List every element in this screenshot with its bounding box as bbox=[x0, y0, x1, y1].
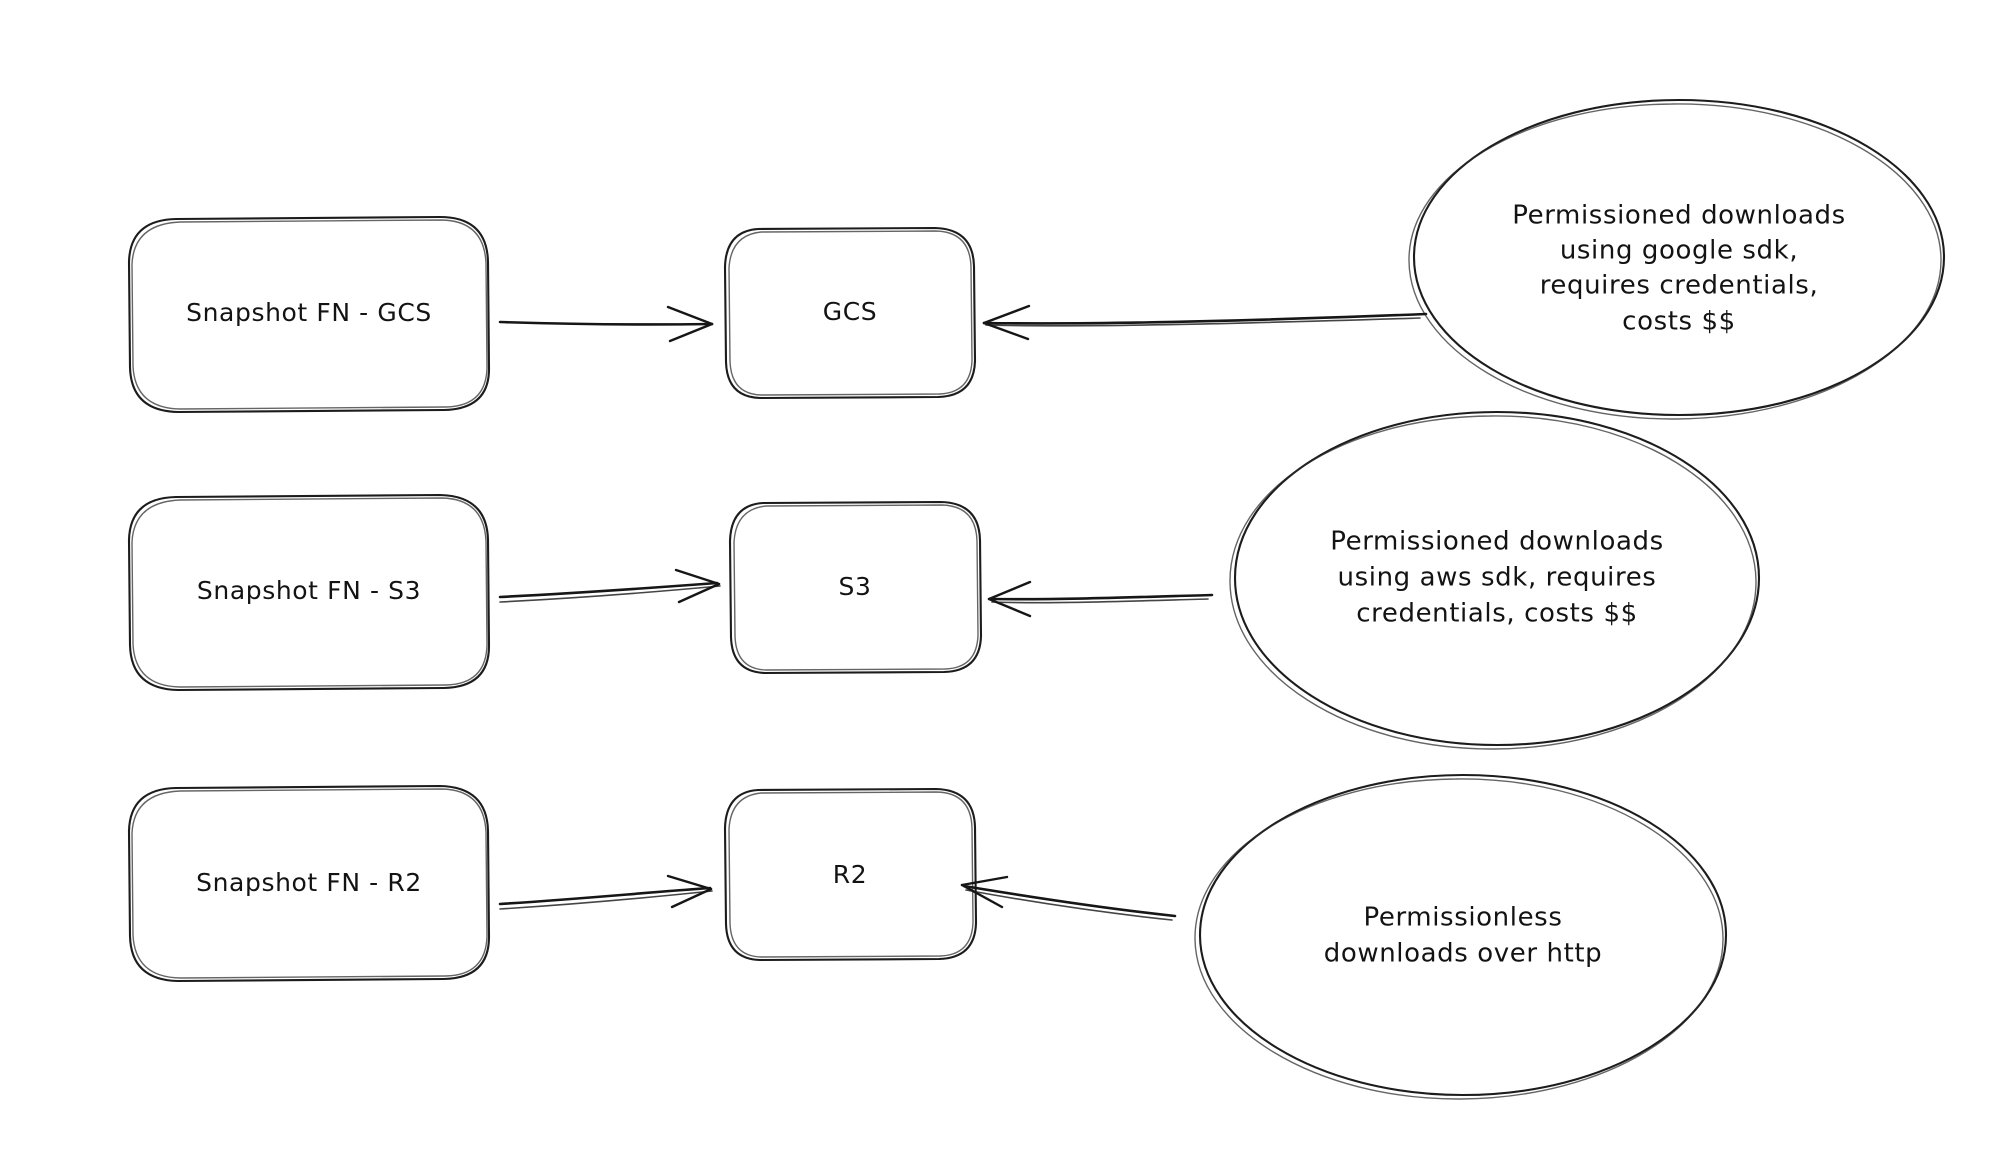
note-line: downloads over http bbox=[1324, 939, 1603, 969]
note-line: Permissioned downloads bbox=[1512, 201, 1845, 231]
node-s3[interactable]: S3 bbox=[728, 500, 983, 675]
edge-note-to-s3 bbox=[987, 580, 1214, 618]
edge-note-to-gcs bbox=[982, 304, 1428, 341]
note-line: costs $$ bbox=[1622, 307, 1736, 337]
edge-snapshot-gcs-to-gcs bbox=[498, 305, 714, 343]
note-line: using google sdk, bbox=[1560, 236, 1798, 266]
node-gcs[interactable]: GCS bbox=[723, 226, 977, 400]
node-label-snapshot-fn-r2: Snapshot FN - R2 bbox=[196, 868, 422, 897]
node-label-snapshot-fn-s3: Snapshot FN - S3 bbox=[197, 576, 421, 605]
edge-snapshot-s3-to-s3 bbox=[498, 568, 721, 604]
node-snapshot-fn-r2[interactable]: Snapshot FN - R2 bbox=[127, 784, 491, 983]
node-label-s3: S3 bbox=[839, 572, 872, 601]
node-snapshot-fn-gcs[interactable]: Snapshot FN - GCS bbox=[127, 215, 491, 414]
node-label-snapshot-fn-gcs: Snapshot FN - GCS bbox=[186, 298, 432, 327]
note-line: using aws sdk, requires bbox=[1338, 563, 1657, 593]
node-snapshot-fn-s3[interactable]: Snapshot FN - S3 bbox=[127, 493, 491, 692]
node-label-r2: R2 bbox=[833, 860, 867, 889]
node-note-s3: Permissioned downloads using aws sdk, re… bbox=[1229, 410, 1761, 750]
note-line: Permissioned downloads bbox=[1330, 527, 1663, 557]
edge-snapshot-r2-to-r2 bbox=[498, 874, 713, 910]
node-r2[interactable]: R2 bbox=[723, 787, 978, 962]
edge-note-to-r2 bbox=[960, 875, 1177, 921]
note-line: requires credentials, bbox=[1540, 271, 1819, 301]
node-note-r2: Permissionless downloads over http bbox=[1194, 773, 1728, 1100]
note-line: credentials, costs $$ bbox=[1356, 599, 1637, 629]
node-label-gcs: GCS bbox=[823, 297, 878, 326]
node-note-gcs: Permissioned downloads using google sdk,… bbox=[1408, 98, 1946, 420]
note-line: Permissionless bbox=[1364, 903, 1563, 933]
